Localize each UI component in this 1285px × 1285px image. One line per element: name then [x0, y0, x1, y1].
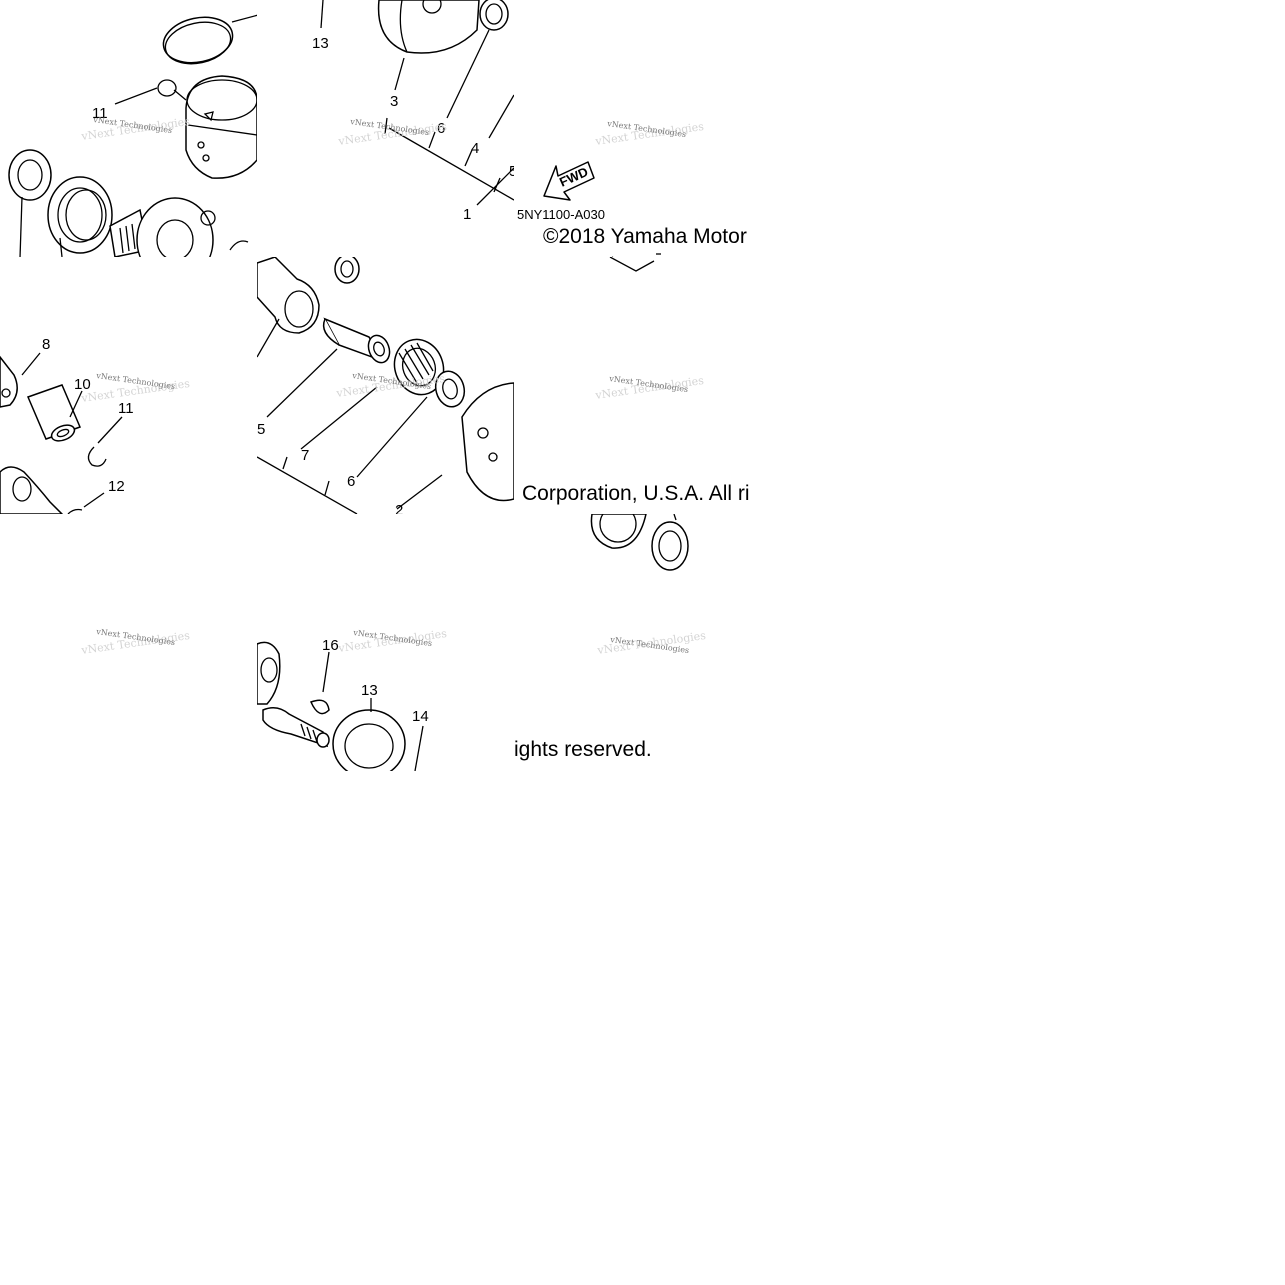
tile-6-drawing: vNext Technologies vNext Technologies	[594, 257, 705, 402]
copyright-part-3: ights reserved.	[514, 738, 652, 761]
tile-6-fragment	[609, 257, 655, 272]
circlip	[157, 79, 177, 97]
callout-5: 5	[509, 163, 514, 180]
diagram-tile-9: vNext Technologies vNext Technologies	[514, 514, 771, 771]
tile-5-drawing: 5 7 6 2 vNext Technologies vNext Technol…	[257, 257, 514, 514]
circlip-2	[87, 446, 107, 467]
callout-6b: 6	[347, 473, 355, 490]
callout-5b: 5	[257, 421, 265, 438]
leaders-8	[322, 651, 424, 771]
conrod-upper	[257, 257, 360, 334]
callout-6: 6	[437, 120, 445, 137]
tile-3-drawing: FWD 5NY1100-A030 vNext Technologies vNex…	[517, 119, 705, 257]
tile-3-fragment	[612, 253, 661, 257]
fwd-arrow: FWD	[543, 161, 595, 201]
crank-web	[109, 197, 249, 257]
callout-13b: 13	[361, 682, 378, 699]
bearing-pair	[590, 514, 689, 571]
callout-2: 2	[395, 502, 403, 514]
callout-14: 14	[412, 708, 429, 725]
diagram-tile-8: 16 13 14 vNext Technologies vNext Techno…	[257, 514, 514, 771]
diagram-tile-1: 15 11 9 vNext Technologies vNext Technol…	[0, 0, 257, 257]
bearing	[47, 176, 113, 254]
oil-seal	[8, 149, 52, 201]
callout-11: 11	[92, 105, 108, 122]
diagram-tile-6: vNext Technologies vNext Technologies	[514, 257, 771, 514]
copyright-part-2: Corporation, U.S.A. All ri	[522, 482, 750, 505]
crank-web-2	[461, 382, 514, 502]
callout-13: 13	[312, 35, 329, 52]
diagram-tile-4: 8 10 11 12 vNext Technologies vNext Tech…	[0, 257, 257, 514]
callout-8: 8	[42, 336, 50, 353]
tile-1-drawing: 15 11 9 vNext Technologies vNext Technol…	[8, 14, 257, 257]
callout-16: 16	[322, 637, 339, 654]
callout-4: 4	[471, 140, 479, 157]
flywheel-half	[377, 0, 480, 54]
callout-7: 7	[301, 447, 309, 464]
crank-pin-2	[322, 317, 391, 364]
piston	[185, 75, 257, 179]
leaders-2	[384, 29, 514, 206]
diagram-tile-2: 13 3 6 4	[257, 0, 514, 257]
piston-ring	[162, 16, 234, 65]
conrod-fragment	[0, 355, 18, 408]
thrust-washer	[434, 370, 466, 408]
tile-7-drawing: vNext Technologies vNext Technologies	[80, 627, 191, 657]
leaders-5	[257, 318, 443, 514]
small-bearing	[479, 0, 509, 31]
callout-3: 3	[390, 93, 398, 110]
woodruff-key	[309, 699, 330, 715]
tile-8-drawing: 16 13 14 vNext Technologies vNext Techno…	[257, 627, 448, 771]
conrod-lower	[0, 466, 83, 514]
callout-1: 1	[463, 206, 471, 223]
tile-2-leader-13	[320, 0, 324, 29]
diagram-tile-5: 5 7 6 2 vNext Technologies vNext Technol…	[257, 257, 514, 514]
tile-2-drawing: 13 3 6 4	[312, 0, 514, 223]
needle-bearing	[393, 338, 445, 396]
callout-10: 10	[74, 376, 91, 393]
crankshaft-end	[257, 641, 330, 748]
tile-9-drawing: vNext Technologies vNext Technologies	[590, 514, 707, 657]
tile-4-drawing: 8 10 11 12 vNext Technologies vNext Tech…	[0, 336, 191, 514]
diagram-code: 5NY1100-A030	[517, 207, 605, 222]
diagram-tile-3: FWD 5NY1100-A030 vNext Technologies vNex…	[514, 0, 771, 257]
callout-12: 12	[108, 478, 125, 495]
diagram-tile-7: vNext Technologies vNext Technologies	[0, 514, 257, 771]
leaders-4	[21, 352, 123, 508]
callout-11b: 11	[118, 400, 134, 417]
leaders-1	[19, 14, 257, 257]
copyright-part-1: ©2018 Yamaha Motor	[543, 225, 747, 248]
crank-bearing	[332, 709, 406, 771]
crank-pin	[26, 384, 82, 442]
